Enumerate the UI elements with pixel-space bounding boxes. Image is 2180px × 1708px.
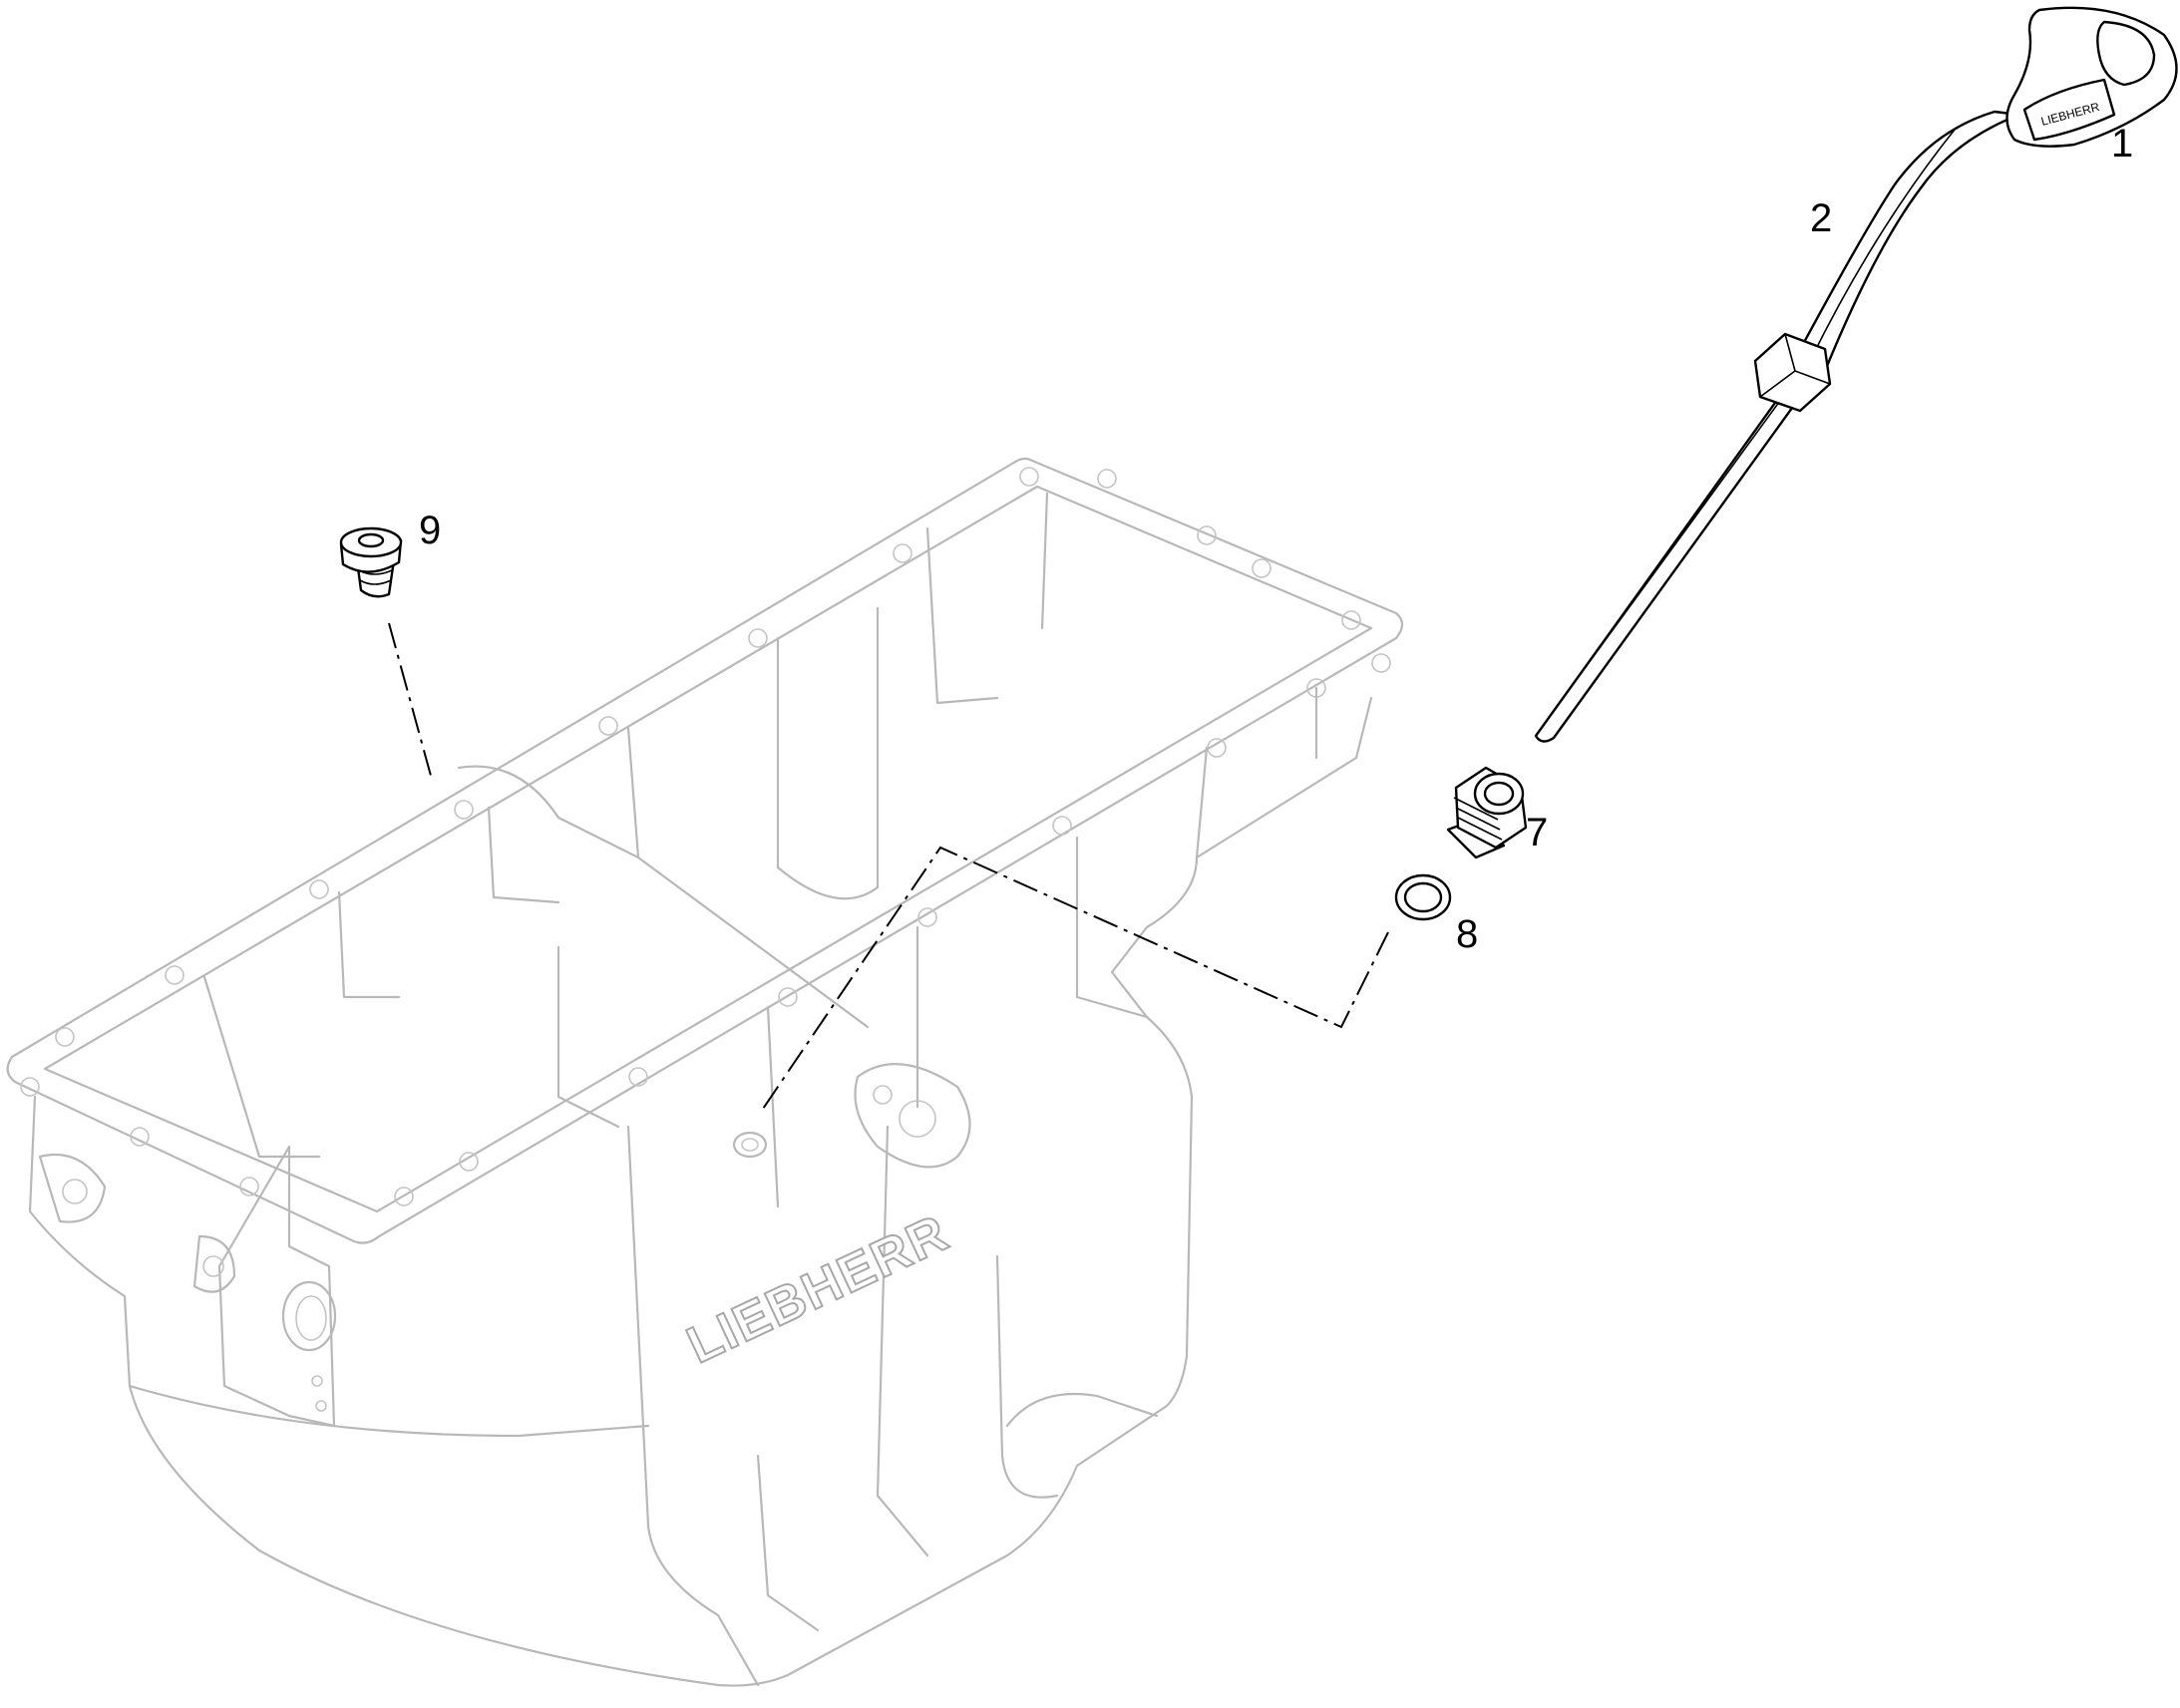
inner-rib-10 bbox=[556, 945, 620, 1129]
inner-rib-12 bbox=[1075, 836, 1149, 1019]
dipstick-handle-grip bbox=[2022, 78, 2116, 142]
dipstick-rod-groove bbox=[1555, 393, 1786, 709]
gasket-hole-b bbox=[899, 1100, 936, 1138]
inner-rib-5 bbox=[626, 726, 870, 1029]
sump-step bbox=[995, 1254, 1059, 1499]
callout-9: 9 bbox=[419, 509, 441, 552]
inner-rib-8 bbox=[1195, 746, 1209, 859]
gasket-hole-a bbox=[873, 1085, 893, 1105]
dipstick-handle-loop bbox=[2096, 20, 2156, 87]
flange-bolt-holes bbox=[20, 467, 1391, 1206]
drain-opening-inner bbox=[741, 1138, 759, 1152]
adapter-body-threads bbox=[1453, 797, 1503, 841]
side-port-small-a bbox=[311, 1375, 323, 1387]
seal-ring-inner bbox=[1403, 881, 1443, 913]
dipstick-rod bbox=[1534, 387, 1802, 743]
side-gasket-boss bbox=[854, 1063, 971, 1169]
side-boss-block bbox=[217, 1145, 336, 1428]
adapter-top-ring-inner bbox=[1483, 781, 1515, 807]
side-port-large bbox=[281, 1280, 337, 1352]
inner-rib-4 bbox=[487, 806, 560, 904]
inner-rib-14 bbox=[766, 1005, 780, 1208]
dipstick-tube bbox=[1793, 110, 2021, 373]
inner-rib-6 bbox=[202, 975, 321, 1159]
callout-2: 2 bbox=[1810, 196, 1832, 240]
part-adapter-fitting bbox=[1446, 766, 1528, 859]
mount-ear-left-hole bbox=[62, 1179, 88, 1204]
side-port-small-b bbox=[315, 1400, 327, 1412]
sump-wall-left bbox=[626, 1125, 760, 1687]
leader-9-to-pan bbox=[388, 622, 432, 777]
oil-pan-flange-outer bbox=[6, 457, 1404, 1244]
drain-opening bbox=[732, 1131, 768, 1159]
side-port-large-inner bbox=[295, 1295, 327, 1341]
pan-brand-mark: LIEBHERR bbox=[679, 1203, 958, 1375]
callout-1: 1 bbox=[2111, 122, 2133, 166]
oil-pan-body bbox=[28, 696, 1373, 1687]
leader-8-to-drain bbox=[762, 846, 1389, 1110]
inner-rib-1 bbox=[776, 606, 880, 900]
mount-ear-mid-hole bbox=[202, 1255, 224, 1277]
callout-labels: 1 2 7 8 9 bbox=[419, 122, 2133, 956]
sump-lower-ledge bbox=[1005, 1392, 1159, 1428]
sump-bottom-curve bbox=[128, 1384, 650, 1438]
dipstick-hex-nut-edge bbox=[1759, 333, 1831, 398]
inner-rib-11 bbox=[457, 765, 640, 859]
oil-pan-flange-inner bbox=[43, 485, 1373, 1213]
sump-wall-right bbox=[876, 1125, 929, 1557]
part-screw-plug bbox=[339, 526, 403, 598]
inner-rib-7 bbox=[337, 890, 401, 999]
mount-ear-mid bbox=[192, 1234, 236, 1293]
inner-rib-2 bbox=[925, 526, 999, 705]
inner-rib-3 bbox=[1040, 492, 1049, 630]
oil-pan: LIEBHERR bbox=[6, 457, 1404, 1687]
plug-hex-socket bbox=[357, 532, 385, 548]
part-dipstick: LIEBHERR bbox=[1534, 6, 2178, 743]
dipstick-tube-seam bbox=[1809, 129, 1956, 362]
part-seal-ring bbox=[1394, 873, 1452, 921]
callout-7: 7 bbox=[1526, 811, 1548, 854]
callout-8: 8 bbox=[1456, 912, 1478, 956]
sump-wall-mid bbox=[756, 1454, 820, 1632]
mount-ear-left bbox=[38, 1153, 107, 1223]
leader-lines bbox=[388, 622, 1389, 1110]
